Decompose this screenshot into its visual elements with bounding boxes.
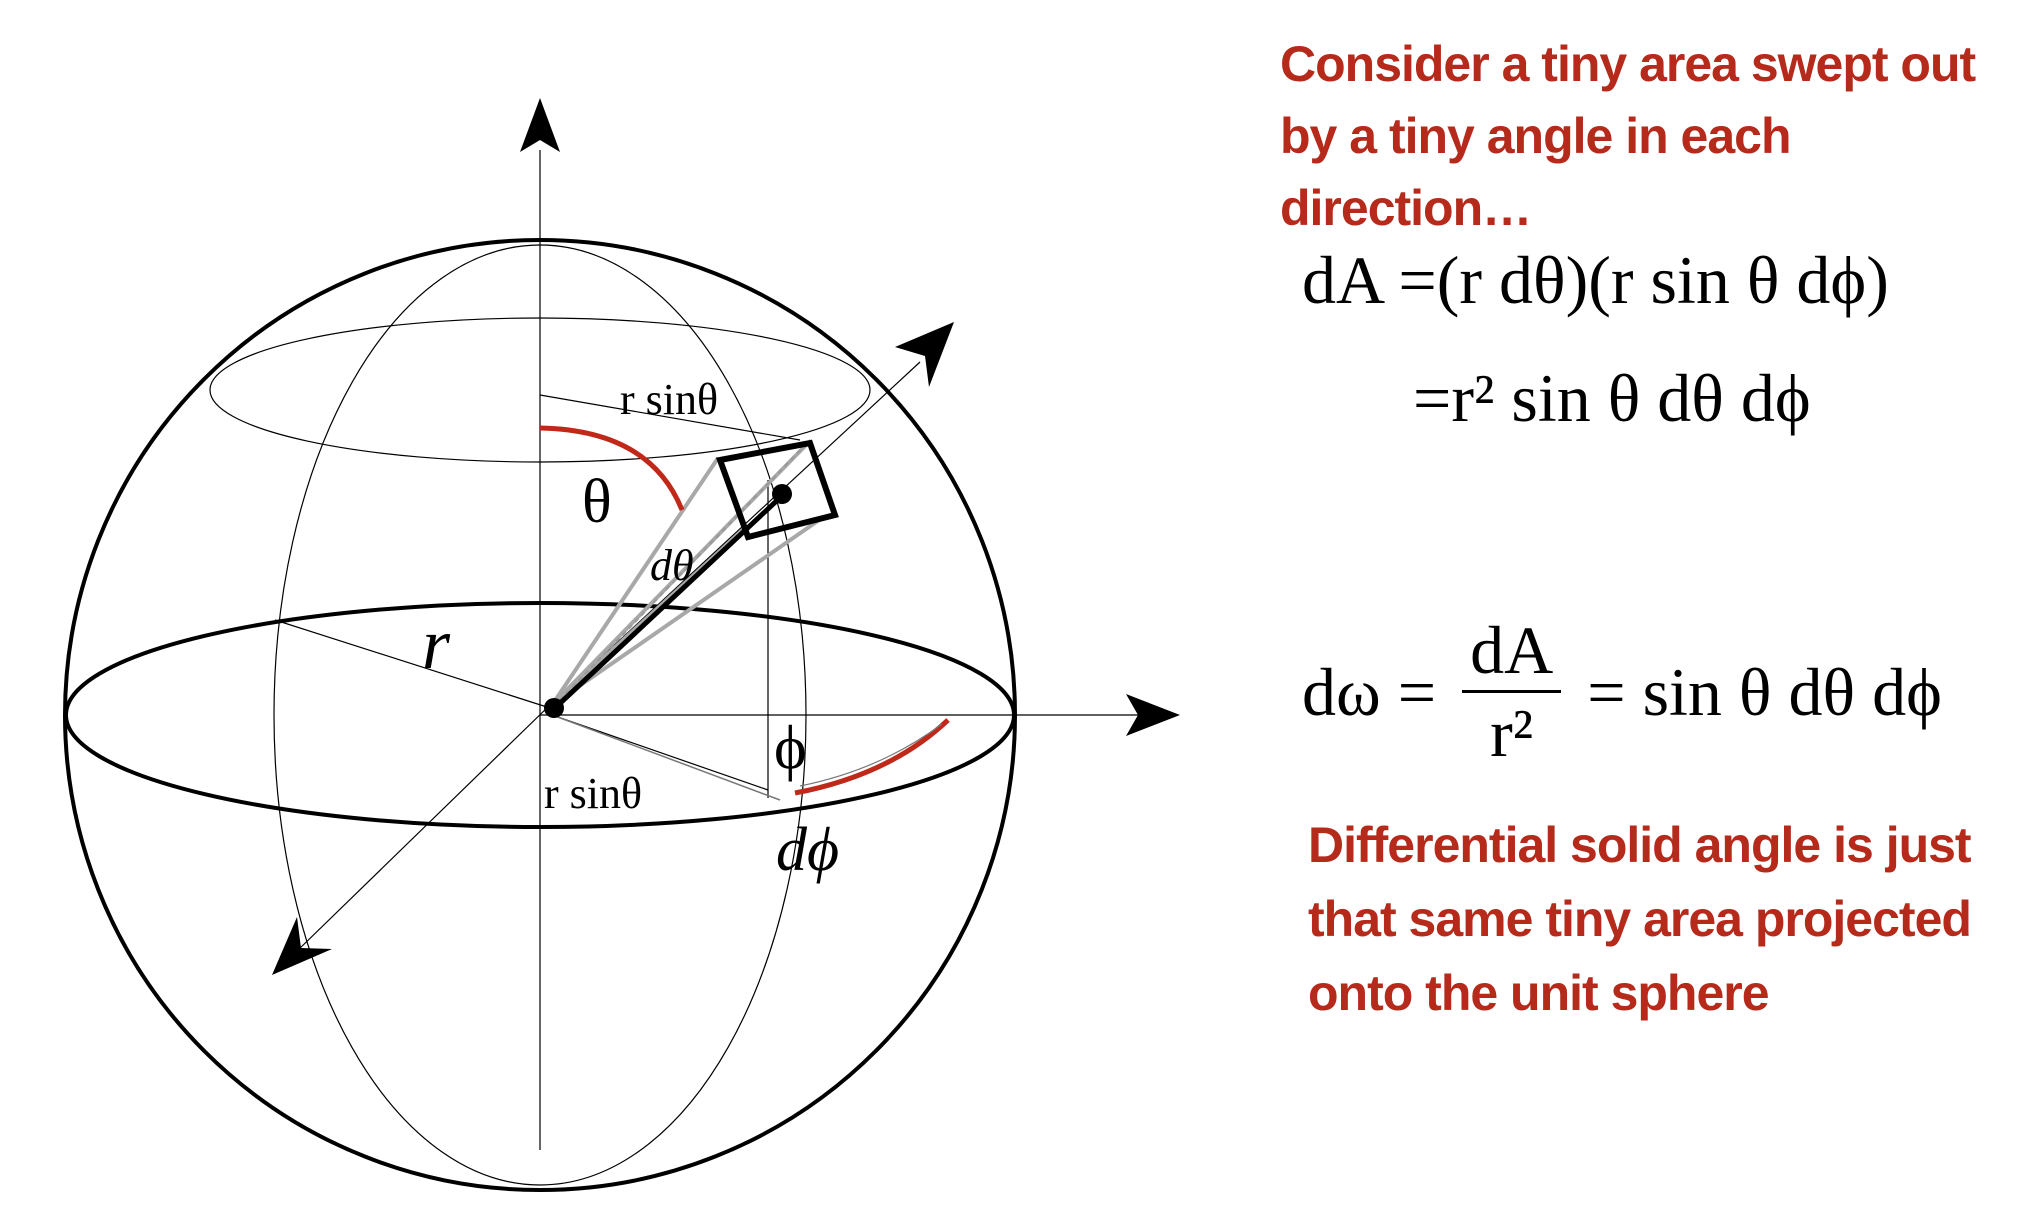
horizontal-axis-arrowhead-icon xyxy=(1126,694,1180,736)
equator-plane-line-2 xyxy=(554,715,781,801)
patch-point xyxy=(772,484,792,504)
solid-angle-rhs: = sin θ dθ dϕ xyxy=(1587,653,1942,730)
area-equation-line-2: =r² sin θ dθ dϕ xyxy=(1413,360,1811,436)
fraction-denominator: r² xyxy=(1490,695,1534,771)
radius-line xyxy=(274,619,551,709)
area-equation-rhs: =(r dθ)(r sin θ dϕ) xyxy=(1398,242,1889,318)
area-equation-lhs: dA xyxy=(1302,242,1382,318)
r-sin-theta-top-label: r sinθ xyxy=(620,375,718,424)
phi-arc xyxy=(794,718,950,796)
depth-axis xyxy=(295,704,551,953)
radius-label: r xyxy=(422,604,451,684)
patch-radius-line xyxy=(553,491,787,710)
phi-arc-inner xyxy=(799,723,943,787)
theta-arc xyxy=(539,425,685,511)
cone-dotted-line xyxy=(559,439,811,701)
d-phi-label: dϕ xyxy=(776,816,839,884)
solid-angle-sphere-diagram: r sinθ θ dθ r ϕ r sinθ dϕ xyxy=(63,98,1180,1192)
caption-differential-solid-angle: Differential solid angle is just that sa… xyxy=(1308,817,1972,1021)
equator-plane-line-1 xyxy=(554,715,769,791)
direction-arrowhead-icon xyxy=(895,322,954,387)
r-sin-theta-bottom-label: r sinθ xyxy=(544,769,642,818)
caption-tiny-area: Consider a tiny area swept out by a tiny… xyxy=(1280,36,1976,236)
theta-label: θ xyxy=(582,468,612,536)
surface-patch xyxy=(715,439,839,541)
center-point xyxy=(544,698,564,718)
solid-angle-lhs: dω = xyxy=(1302,653,1437,730)
area-equation-line-1: dA =(r dθ)(r sin θ dϕ) xyxy=(1302,240,1889,320)
solid-angle-fraction: dA r² xyxy=(1462,614,1562,771)
vertical-axis-arrowhead-icon xyxy=(520,98,560,152)
solid-angle-equation: dω = dA r² = sin θ dθ dϕ xyxy=(1302,614,1942,769)
top-r-sin-theta-line xyxy=(539,394,801,441)
d-theta-label: dθ xyxy=(650,541,694,590)
phi-label: ϕ xyxy=(774,714,807,782)
fraction-numerator: dA xyxy=(1462,614,1562,693)
depth-axis-arrowhead-icon xyxy=(272,917,332,975)
